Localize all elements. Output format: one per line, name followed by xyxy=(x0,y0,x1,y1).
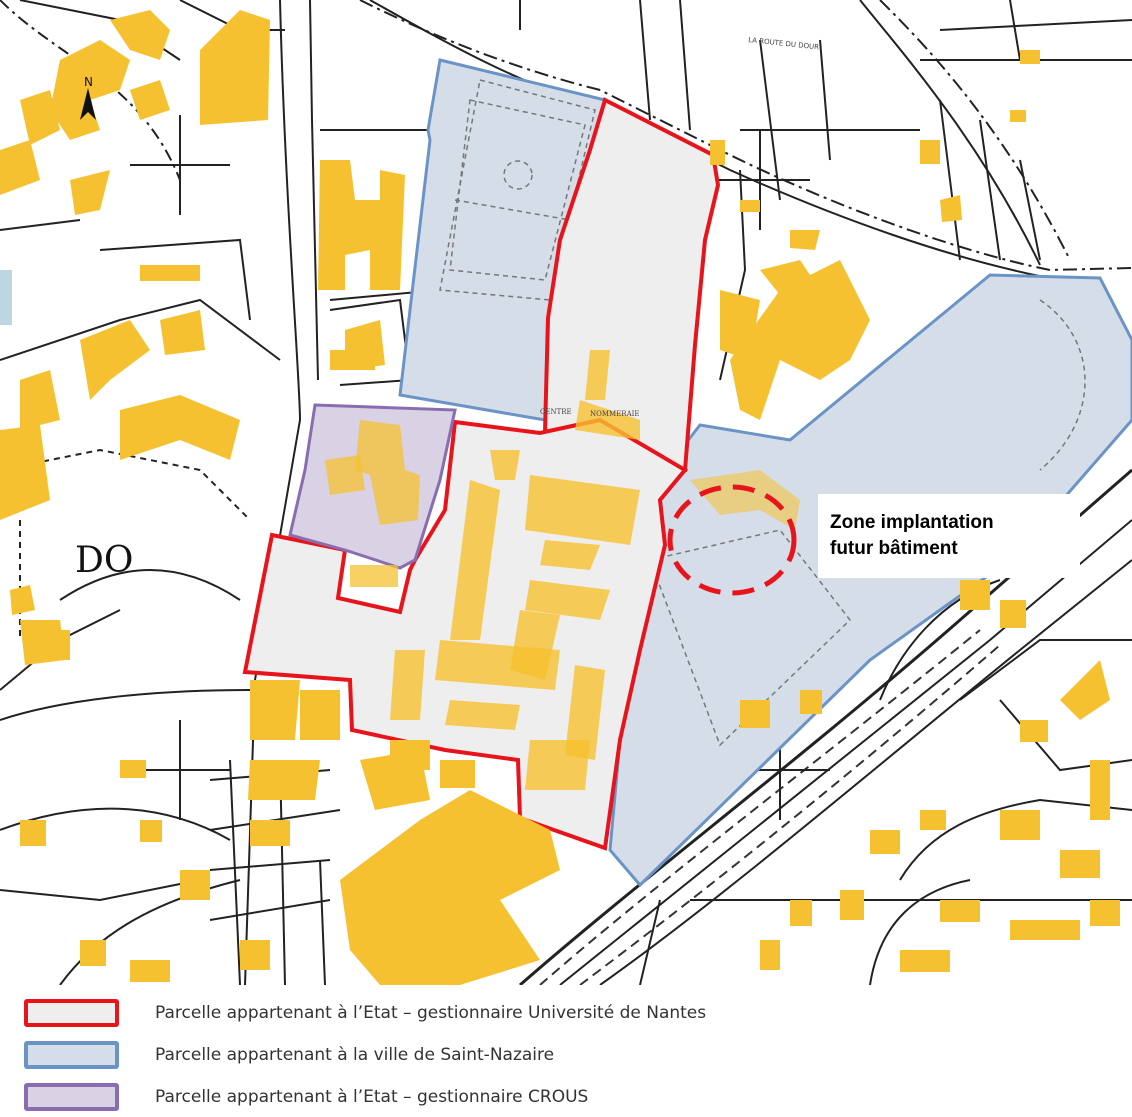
map-legend: Parcelle appartenant à l’Etat – gestionn… xyxy=(0,985,1132,1117)
zone-callout-line1: Zone implantation xyxy=(830,512,994,533)
zone-callout: Zone implantation futur bâtiment xyxy=(818,494,1080,578)
future-building-zone xyxy=(667,484,797,596)
legend-label: Parcelle appartenant à l’Etat – gestionn… xyxy=(155,1087,589,1107)
legend-label: Parcelle appartenant à l’Etat – gestionn… xyxy=(155,1003,707,1023)
legend-swatch-crous xyxy=(24,1083,119,1111)
city-parcels xyxy=(398,58,1132,888)
north-arrow-icon: N xyxy=(80,75,96,120)
cadastral-map: N DO LA ROUTE DU DOUR CENTRE NOMMERAIE xyxy=(0,0,1132,985)
legend-item-state-crous: Parcelle appartenant à l’Etat – gestionn… xyxy=(24,1079,588,1115)
legend-item-city: Parcelle appartenant à la ville de Saint… xyxy=(24,1037,554,1073)
north-arrow-label: N xyxy=(84,75,93,89)
place-label: DO xyxy=(75,540,133,581)
legend-swatch-city xyxy=(24,1041,119,1069)
legend-swatch-state-university xyxy=(24,999,119,1027)
legend-label: Parcelle appartenant à la ville de Saint… xyxy=(155,1045,555,1065)
legend-item-state-university: Parcelle appartenant à l’Etat – gestionn… xyxy=(24,995,706,1031)
building-label-centre: CENTRE xyxy=(540,408,572,416)
zone-callout-line2: futur bâtiment xyxy=(830,538,958,559)
buildings xyxy=(0,10,1120,985)
sports-field-lines xyxy=(439,79,1086,747)
building-label-nommeraie: NOMMERAIE xyxy=(590,410,640,418)
